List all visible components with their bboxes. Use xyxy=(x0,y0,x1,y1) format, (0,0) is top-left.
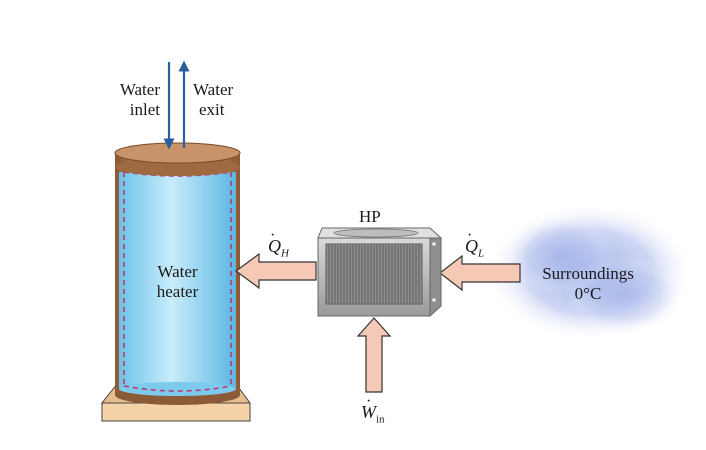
w-in-symbol: ·Win xyxy=(361,393,385,426)
heat-arrow-q-l xyxy=(439,254,521,292)
water-heater-label: Water heater xyxy=(156,262,199,301)
hp-label: HP xyxy=(359,207,381,226)
surroundings-label: Surroundings 0°C xyxy=(542,264,634,303)
water-pipes xyxy=(163,60,190,150)
work-arrow-w-in xyxy=(356,317,392,393)
water-exit-label: Water exit xyxy=(193,80,234,119)
surroundings-cloud xyxy=(485,202,695,342)
water-inlet-label: Water inlet xyxy=(119,80,160,119)
heat-pump-unit xyxy=(317,227,443,318)
water-heater-tank xyxy=(114,142,241,405)
heat-arrow-q-h xyxy=(234,252,317,290)
q-h-symbol: ·QH xyxy=(268,227,289,260)
q-l-symbol: ·QL xyxy=(465,227,485,260)
